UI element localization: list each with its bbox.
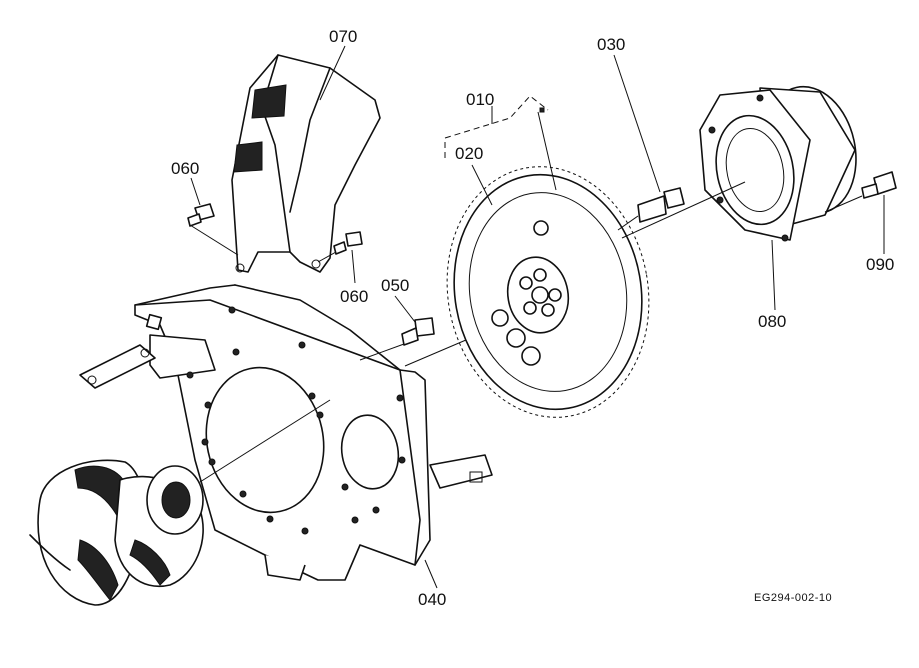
reference-code: EG294-002-10 [754, 592, 832, 604]
label-050: 050 [381, 276, 409, 295]
label-020: 020 [455, 144, 483, 163]
label-070: 070 [329, 27, 357, 46]
rear-housing [621, 85, 857, 242]
label-060-left: 060 [171, 159, 199, 178]
leader-lines [190, 45, 885, 589]
label-090: 090 [866, 255, 894, 274]
label-060-right: 060 [340, 287, 368, 306]
bolt-030 [617, 187, 685, 231]
bolt-060-right [317, 231, 363, 263]
flywheel-cover [231, 54, 381, 273]
label-040: 040 [418, 590, 446, 609]
crankshaft [29, 459, 204, 606]
bolt-060-left [187, 203, 239, 256]
label-010: 010 [466, 90, 494, 109]
label-030: 030 [597, 35, 625, 54]
label-080: 080 [758, 312, 786, 331]
bolt-050 [359, 317, 435, 361]
flywheel-housing-plate [79, 284, 493, 581]
assembly-bracket-010 [444, 95, 549, 158]
flywheel-gear [446, 166, 650, 418]
bolt-090 [824, 171, 897, 213]
